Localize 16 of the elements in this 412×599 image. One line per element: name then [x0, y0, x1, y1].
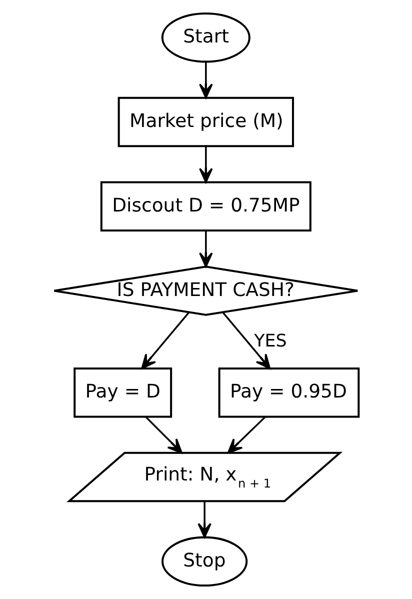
node-box: Pay = 0.95D	[218, 368, 360, 418]
node-ellipse: Stop	[161, 536, 248, 587]
node-box: Pay = D	[73, 368, 172, 418]
arrow	[198, 62, 212, 99]
arrow	[226, 416, 266, 454]
node-ellipse: Start	[160, 12, 250, 63]
edge-label: YES	[254, 331, 286, 352]
arrow	[197, 502, 211, 538]
node-box: Discout D = 0.75MP	[100, 181, 311, 232]
arrow	[198, 146, 212, 183]
arrow	[198, 230, 212, 268]
arrow	[144, 416, 182, 454]
node-diamond: IS PAYMENT CASH?	[52, 266, 358, 316]
arrow	[140, 312, 189, 370]
arrow	[222, 312, 270, 370]
node-box: Market price (M)	[117, 96, 294, 148]
